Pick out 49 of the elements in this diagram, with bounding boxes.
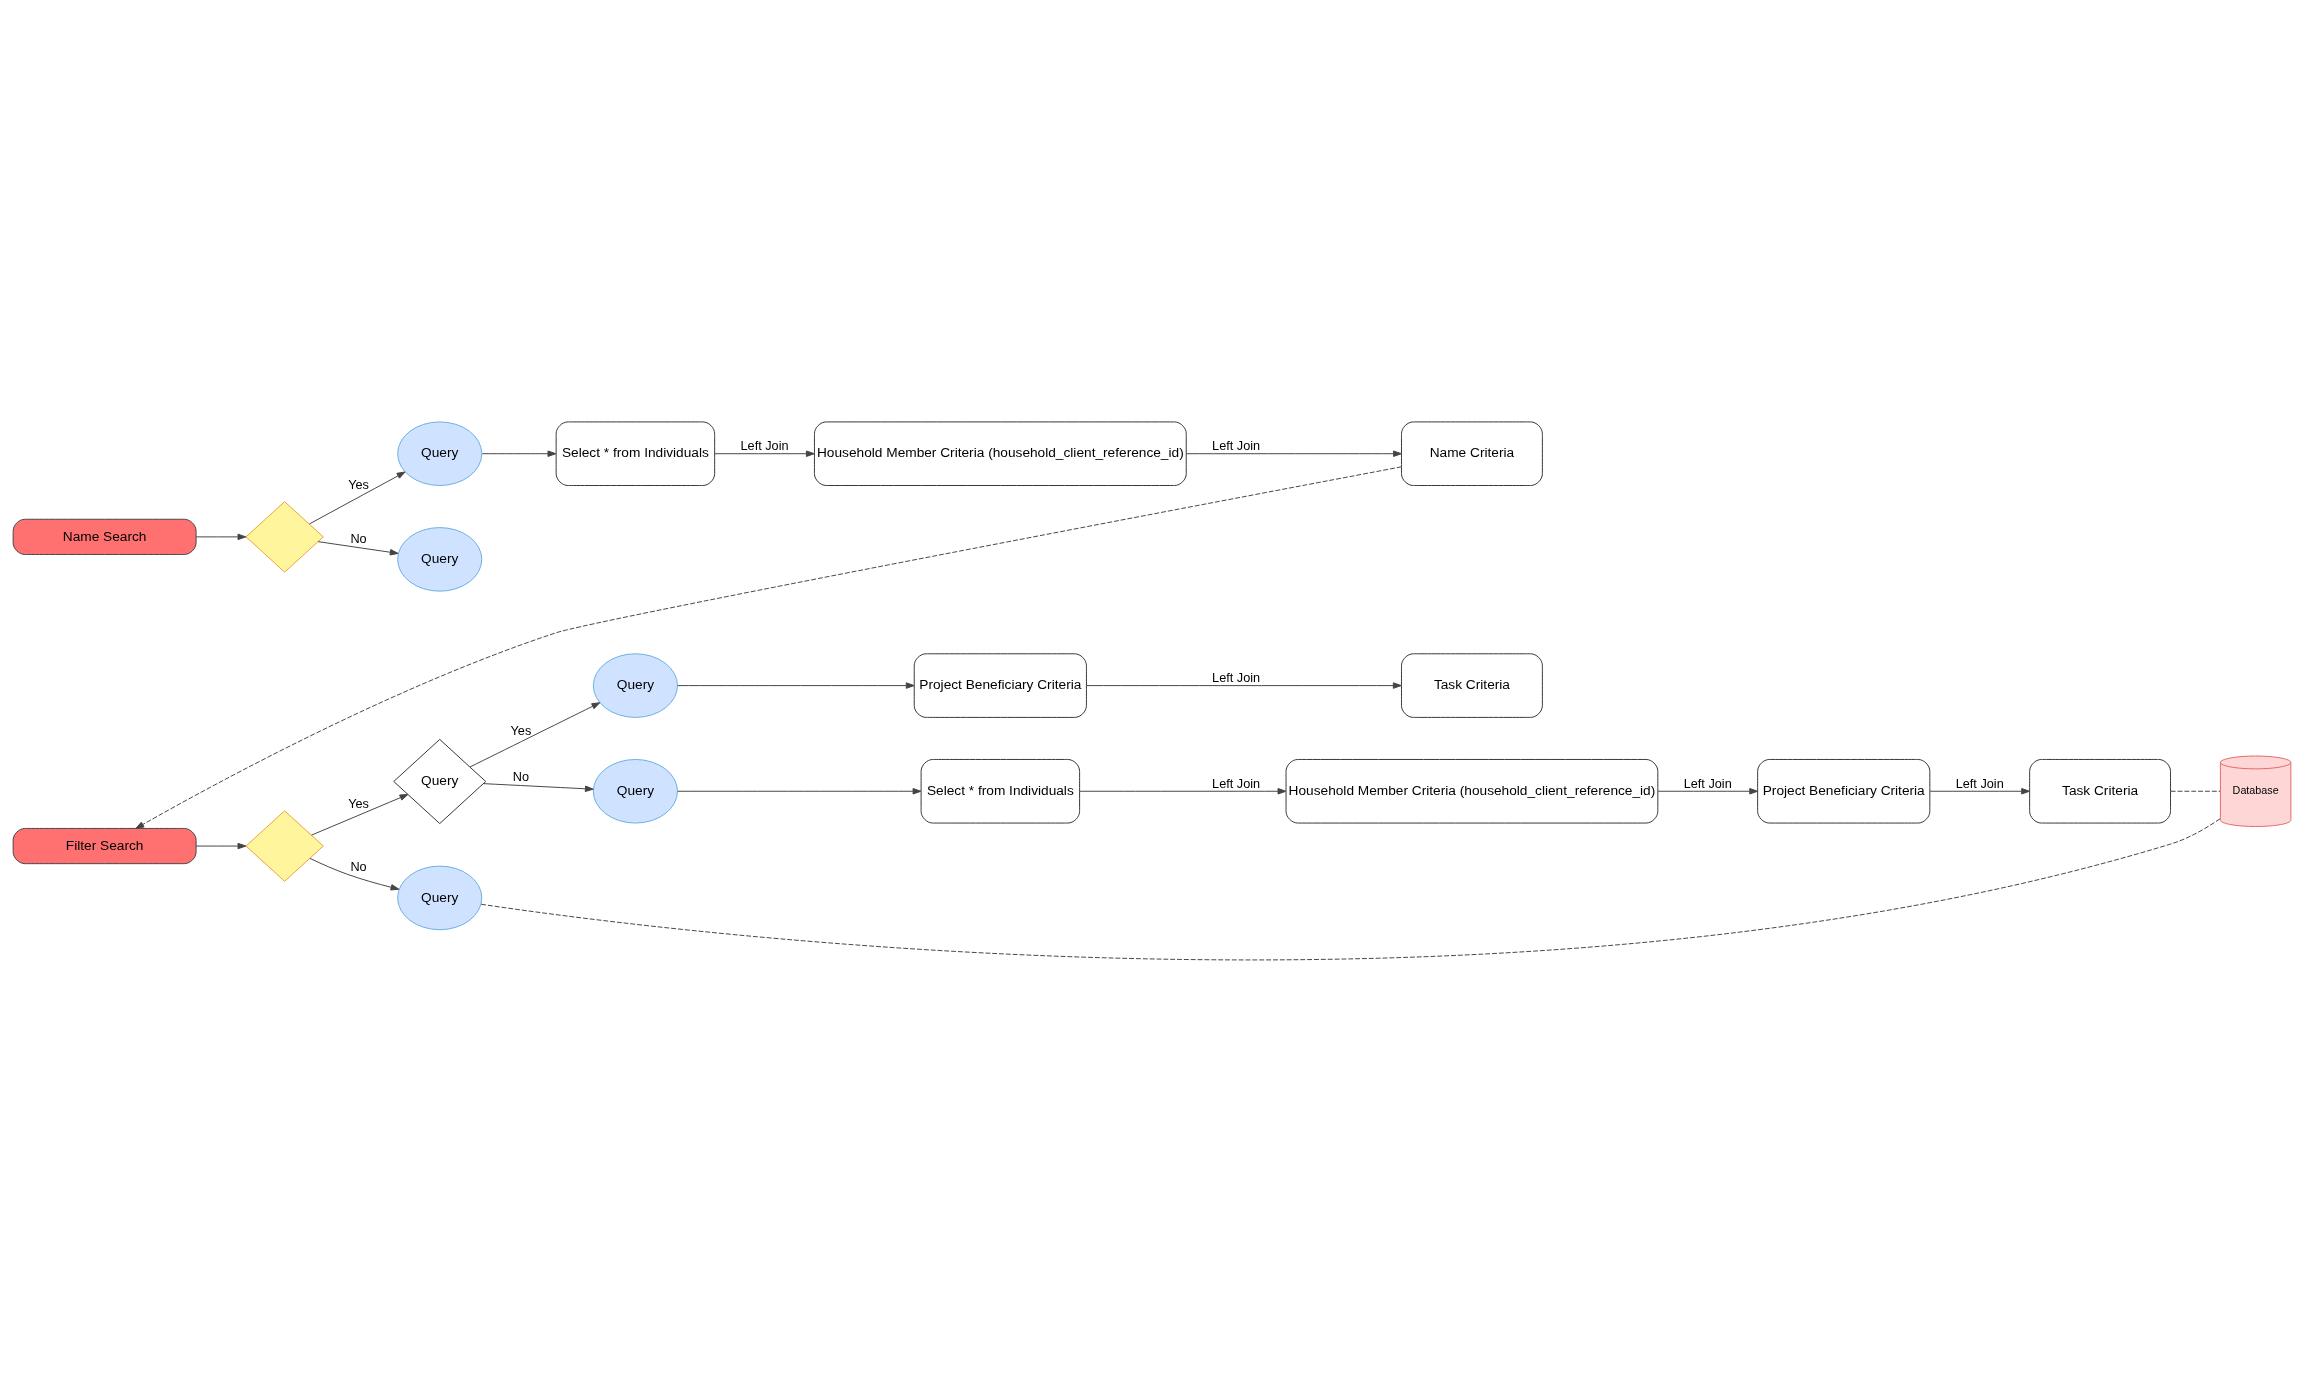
edge-label: No: [512, 768, 530, 784]
node-box: Select * from Individuals: [920, 758, 1081, 824]
arrow: [135, 466, 1402, 829]
edge-label: Yes: [348, 477, 369, 493]
node-box: Task Criteria: [2029, 758, 2171, 824]
arrow: [1086, 682, 1402, 689]
connector: [2170, 790, 2221, 792]
arrow: [195, 842, 247, 850]
node-ellipse: Query: [397, 527, 483, 592]
node-box: Project Beneficiary Criteria: [913, 653, 1087, 718]
node-box: Household Member Criteria (household_client_reference_id): [1285, 758, 1659, 824]
edge-label: Left Join: [1212, 775, 1261, 791]
edge-label: Left Join: [1212, 670, 1261, 686]
arrow: [677, 788, 922, 795]
node-ellipse: Query: [592, 758, 678, 824]
arrow: [1657, 788, 1759, 795]
node-box: Select * from Individuals: [555, 421, 716, 486]
node-diamond: [245, 810, 324, 882]
arrow: [309, 857, 400, 891]
arrow: [309, 471, 406, 525]
node-box: Household Member Criteria (household_client_reference_id): [813, 421, 1187, 486]
arrow: [469, 702, 601, 768]
arrow: [311, 794, 409, 836]
node-diamond: Query: [393, 738, 487, 825]
arrow: [677, 682, 915, 689]
edge-label: Yes: [348, 796, 369, 812]
edge-label: Left Join: [740, 438, 789, 454]
edge-label: No: [350, 858, 367, 874]
edge-label: Yes: [510, 722, 532, 738]
arrow: [483, 783, 594, 792]
connector: [480, 818, 2221, 960]
edge-label: Left Join: [1955, 775, 2004, 791]
arrow: [195, 533, 247, 541]
arrow: [714, 450, 815, 457]
arrow: [481, 450, 557, 457]
node-ellipse: Query: [397, 865, 483, 931]
edge-label: Left Join: [1212, 438, 1261, 454]
node-box: Project Beneficiary Criteria: [1757, 758, 1931, 824]
node-box: Name Criteria: [1401, 421, 1543, 486]
arrow: [1929, 788, 2031, 795]
arrow: [317, 541, 399, 556]
node-box: Task Criteria: [1401, 653, 1543, 718]
arrow: [1079, 788, 1287, 795]
edge-label: Left Join: [1683, 775, 1732, 791]
node-diamond: [245, 501, 324, 573]
edge-label: No: [350, 531, 367, 547]
arrow: [1185, 450, 1402, 457]
node-box: Filter Search: [12, 827, 197, 865]
node-box: Name Search: [12, 518, 197, 555]
